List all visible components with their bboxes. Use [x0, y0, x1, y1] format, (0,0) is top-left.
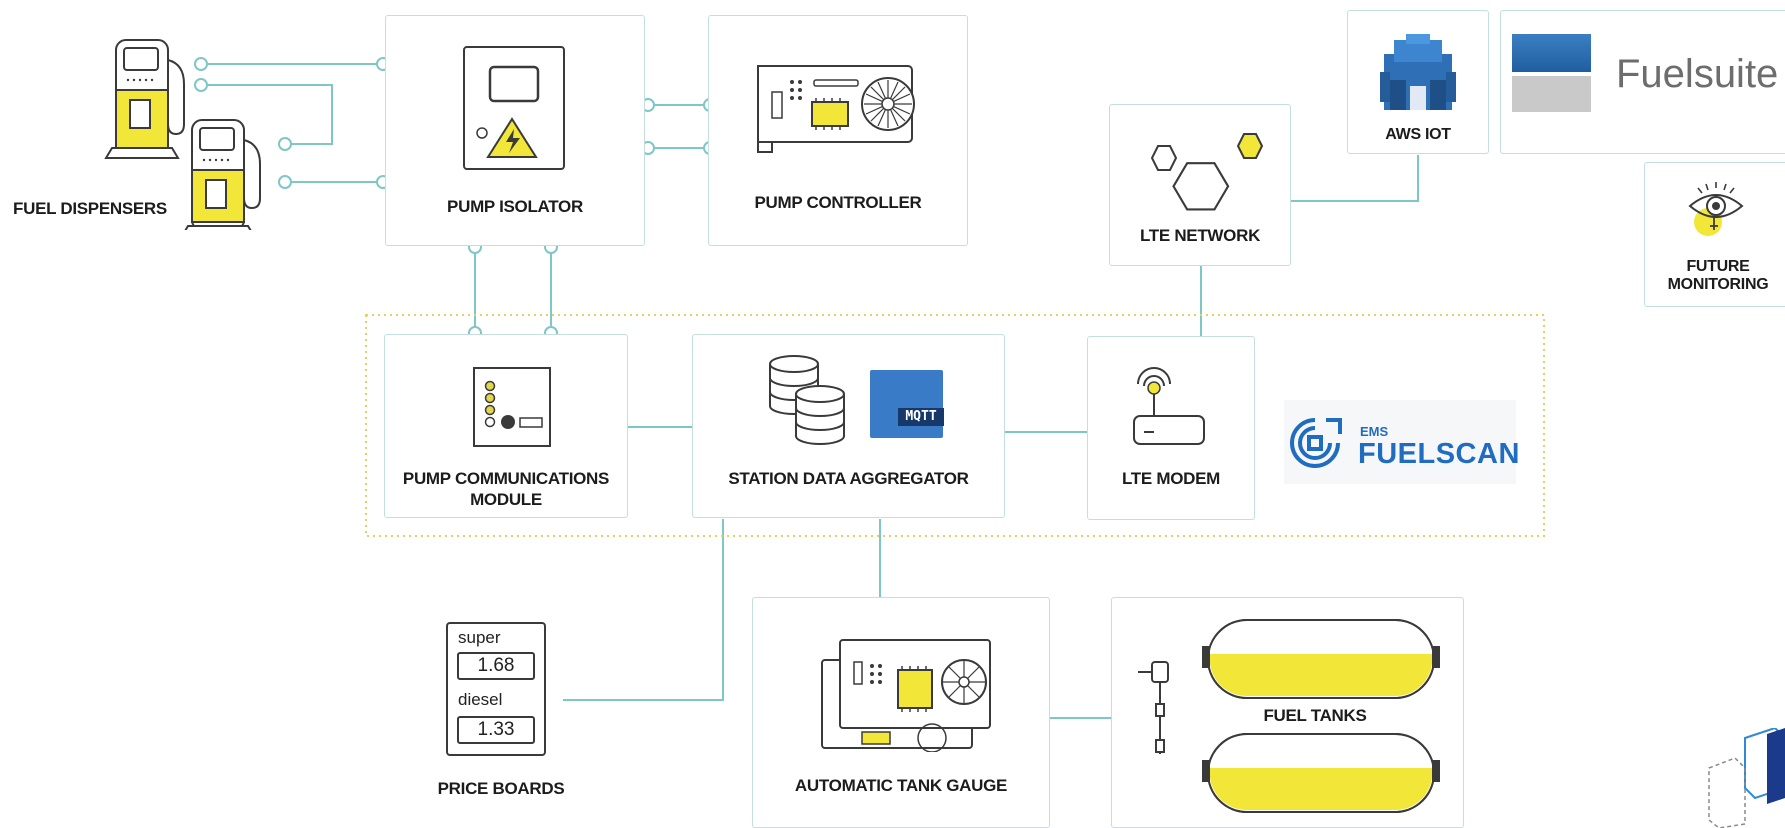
price-boards-label: PRICE BOARDS: [437, 779, 565, 798]
lte-network-label: LTE NETWORK: [1139, 226, 1261, 245]
aws-iot-icon: [1380, 34, 1456, 110]
fuel-dispensers-label: FUEL DISPENSERS: [13, 199, 167, 218]
super-price: 1.68: [457, 652, 535, 680]
fuelscan-logo-icon: [1290, 418, 1342, 468]
lte-modem-icon: [1133, 367, 1205, 445]
diesel-price: 1.33: [457, 716, 535, 744]
comm-module-icon: [473, 367, 551, 447]
fuel-tanks-icon: [1138, 619, 1440, 813]
automatic-tank-gauge-label: AUTOMATIC TANK GAUGE: [794, 776, 1008, 795]
controller-board-icon: [757, 65, 915, 153]
tank-gauge-boards-icon: [821, 639, 991, 752]
fuelsuite-wordmark: Fuelsuite: [1616, 52, 1779, 96]
corner-cube-decoration: [1708, 728, 1785, 828]
diesel-label: diesel: [458, 690, 503, 709]
fuelsuite-logo-bottom: [1512, 76, 1591, 112]
station-data-aggregator-box[interactable]: [692, 334, 1005, 518]
fuelsuite-logo-top: [1512, 34, 1591, 72]
eye-monitoring-icon: [1688, 182, 1744, 236]
mqtt-logo: MQTT: [870, 370, 944, 438]
aws-iot-label: AWS IOT: [1385, 126, 1451, 143]
fuel-tanks-label: FUEL TANKS: [1263, 706, 1367, 725]
database-icon: [769, 355, 845, 445]
pump-isolator-label: PUMP ISOLATOR: [447, 197, 583, 216]
isolator-switch-icon: [463, 46, 565, 170]
station-data-aggregator-label: STATION DATA AGGREGATOR: [728, 469, 969, 488]
super-label: super: [458, 628, 501, 647]
future-monitoring-label: FUTURE MONITORING: [1667, 258, 1769, 293]
pump-controller-label: PUMP CONTROLLER: [754, 193, 922, 212]
lte-modem-label: LTE MODEM: [1121, 469, 1221, 488]
price-board: super 1.68 diesel 1.33: [446, 622, 546, 756]
future-monitoring-box[interactable]: [1644, 162, 1785, 307]
fuel-dispenser-icon: [104, 39, 261, 230]
mqtt-label: MQTT: [898, 408, 944, 426]
ems-text: EMS: [1360, 424, 1389, 439]
fuelscan-text: FUELSCAN: [1358, 438, 1520, 470]
lte-network-hexagons-icon: [1150, 133, 1264, 211]
pump-comm-module-label: PUMP COMMUNICATIONS MODULE: [402, 469, 610, 509]
